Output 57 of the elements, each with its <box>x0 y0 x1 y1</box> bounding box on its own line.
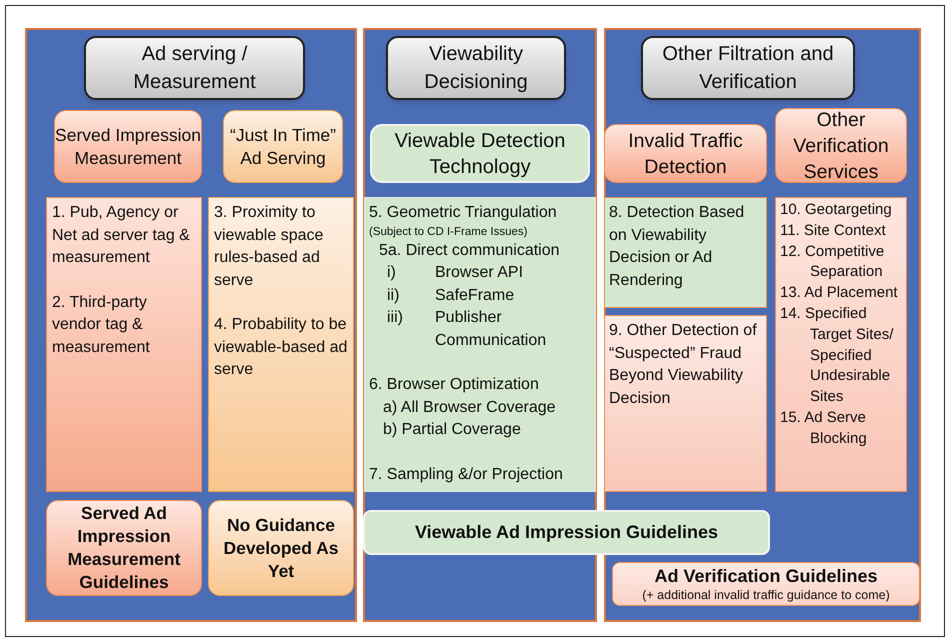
item-text: 8. Detection Based on Viewability Decision or Ad Rendering <box>609 203 746 290</box>
box-text: Other Verification Services <box>792 108 890 184</box>
item-text: 5a. Direct communication <box>378 240 560 260</box>
list-marker: i) <box>386 263 397 283</box>
subcategory-box <box>54 110 202 183</box>
subcategory-box <box>223 110 343 183</box>
item-text: 2. Third-party vendor tag & measurement <box>52 292 151 358</box>
item-text: 15. Ad Serve Blocking <box>780 408 868 449</box>
item-list-box <box>364 197 596 492</box>
guideline-note: (+ additional invalid traffic guidance to come) <box>642 587 890 603</box>
item-text: 13. Ad Placement <box>780 283 899 304</box>
item-text: a) All Browser Coverage <box>382 398 556 418</box>
item-list-box <box>46 197 202 492</box>
item-text: 10. Geotargeting <box>780 200 893 220</box>
item-text: 9. Other Detection of “Suspected” Fraud Beyond Viewability Decision <box>609 321 758 408</box>
item-text: Browser API <box>435 263 524 283</box>
item-list-box <box>604 197 767 308</box>
header-text: Viewability Decisioning <box>423 42 529 95</box>
item-list-box <box>604 315 767 492</box>
item-text: (Subject to CD I-Frame Issues) <box>369 224 528 240</box>
box-text: No Guidance Developed As Yet <box>222 514 340 582</box>
guideline-box <box>208 500 354 596</box>
subcategory-box <box>775 108 907 183</box>
item-text: 14. Specified Target Sites/ Specified Undesirable Sites <box>780 304 894 408</box>
item-text: 4. Probability to be viewable-based ad serve <box>214 315 348 380</box>
box-text: Invalid Traffic Detection <box>627 128 744 180</box>
guideline-box <box>46 500 202 596</box>
item-text: 5. Geometric Triangulation <box>369 203 557 223</box>
item-text: 7. Sampling &/or Projection <box>369 464 563 484</box>
category-header <box>641 36 855 100</box>
item-text: SafeFrame <box>435 286 514 306</box>
item-text: 1. Pub, Agency or Net ad server tag & measurement <box>52 203 191 268</box>
category-header <box>84 36 305 100</box>
subcategory-box <box>604 124 767 183</box>
item-text: b) Partial Coverage <box>382 420 521 440</box>
guideline-box <box>363 510 770 555</box>
category-header <box>386 36 566 100</box>
box-text: Viewable Detection Technology <box>394 128 566 180</box>
item-list-box <box>208 197 354 492</box>
box-text: “Just In Time” Ad Serving <box>229 124 337 170</box>
header-text: Other Filtration and Verification <box>661 42 835 95</box>
guideline-title: Ad Verification Guidelines <box>654 565 878 587</box>
guideline-box <box>612 562 920 606</box>
item-text: 11. Site Context <box>780 220 887 241</box>
item-text: Publisher Communication <box>435 308 548 350</box>
item-text: 6. Browser Optimization <box>369 375 539 395</box>
list-marker: iii) <box>386 308 404 328</box>
box-text: Viewable Ad Impression Guidelines <box>414 521 718 544</box>
item-text: 12. Competitive Separation <box>780 242 886 282</box>
item-text: 3. Proximity to viewable space rules-based ad serve <box>214 203 324 290</box>
list-marker: ii) <box>386 286 400 306</box>
subcategory-box <box>370 124 590 183</box>
box-text: Served Impression Measurement <box>55 124 201 170</box>
column-panel <box>25 28 357 622</box>
header-text: Ad serving / Measurement <box>132 42 257 95</box>
item-list-box <box>775 197 907 492</box>
box-text: Served Ad Impression Measurement Guidelines <box>66 502 182 594</box>
